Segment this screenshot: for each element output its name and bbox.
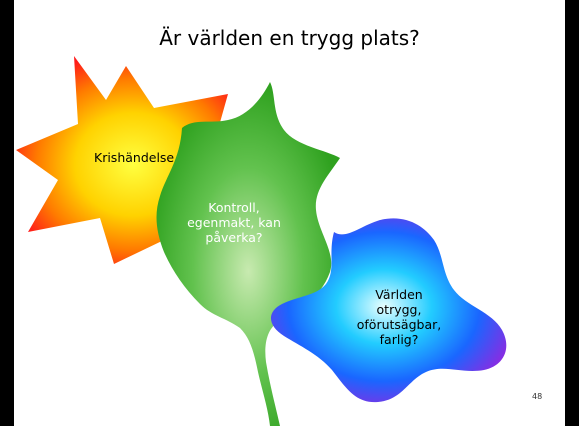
page-number: 48 xyxy=(532,392,543,401)
wavy-blob-shape xyxy=(270,218,507,403)
wavy-leaf-shape xyxy=(156,82,340,426)
kontroll-label: Kontroll, egenmakt, kan påverka? xyxy=(187,200,281,245)
krishandelse-label: Krishändelse xyxy=(94,150,175,165)
slide-title: Är världen en trygg plats? xyxy=(159,26,420,50)
slide: Är världen en trygg plats? Krishändelse … xyxy=(14,0,565,426)
varlden-otrygg-label: Världen otrygg, oförutsägbar, farlig? xyxy=(356,287,442,347)
shapes-canvas xyxy=(16,56,507,426)
